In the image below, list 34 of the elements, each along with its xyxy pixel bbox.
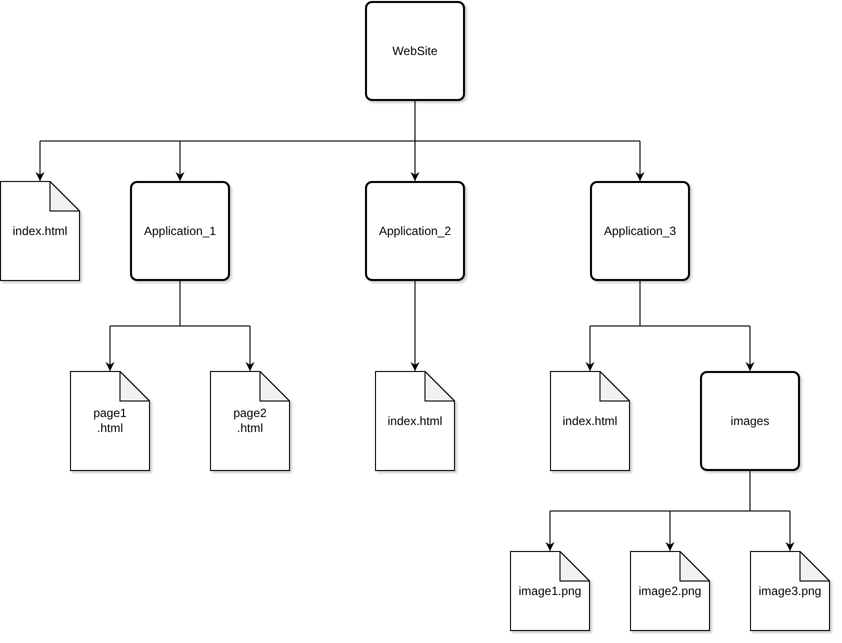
- connector-arrow: [410, 140, 420, 182]
- connector-arrow: [786, 510, 794, 552]
- node-label: image3.png: [758, 584, 822, 598]
- node-label: WebSite: [392, 44, 438, 58]
- connector-line: [40, 100, 640, 142]
- node-label: Application_3: [604, 224, 676, 238]
- connector-arrow: [106, 326, 114, 372]
- node-label: images: [730, 414, 770, 428]
- connector-arrow: [746, 326, 754, 372]
- node-label: page1 .html: [92, 406, 128, 436]
- node-label: index.html: [12, 224, 68, 238]
- node-label: Application_2: [378, 224, 452, 238]
- connector-line: [590, 280, 750, 326]
- node-label: image1.png: [518, 584, 582, 598]
- connector-arrow: [410, 280, 420, 372]
- node-label: index.html: [562, 414, 618, 428]
- connector-arrow: [176, 140, 184, 182]
- connector-line: [550, 470, 790, 512]
- rounded-box: [130, 181, 230, 281]
- connector-arrow: [36, 140, 44, 182]
- connector-arrow: [546, 510, 554, 552]
- connector-arrow: [636, 140, 644, 182]
- node-label: image2.png: [638, 584, 702, 598]
- rounded-box: [590, 181, 690, 281]
- connector-line: [110, 280, 250, 326]
- node-label: page2 .html: [232, 406, 268, 436]
- rounded-box: [700, 371, 800, 471]
- node-label: Application_1: [144, 224, 216, 238]
- rounded-box: [365, 181, 465, 281]
- node-label: index.html: [388, 414, 442, 428]
- connector-arrow: [586, 326, 594, 372]
- rounded-box: [365, 1, 465, 101]
- connector-arrow: [666, 510, 674, 552]
- connector-arrow: [246, 326, 254, 372]
